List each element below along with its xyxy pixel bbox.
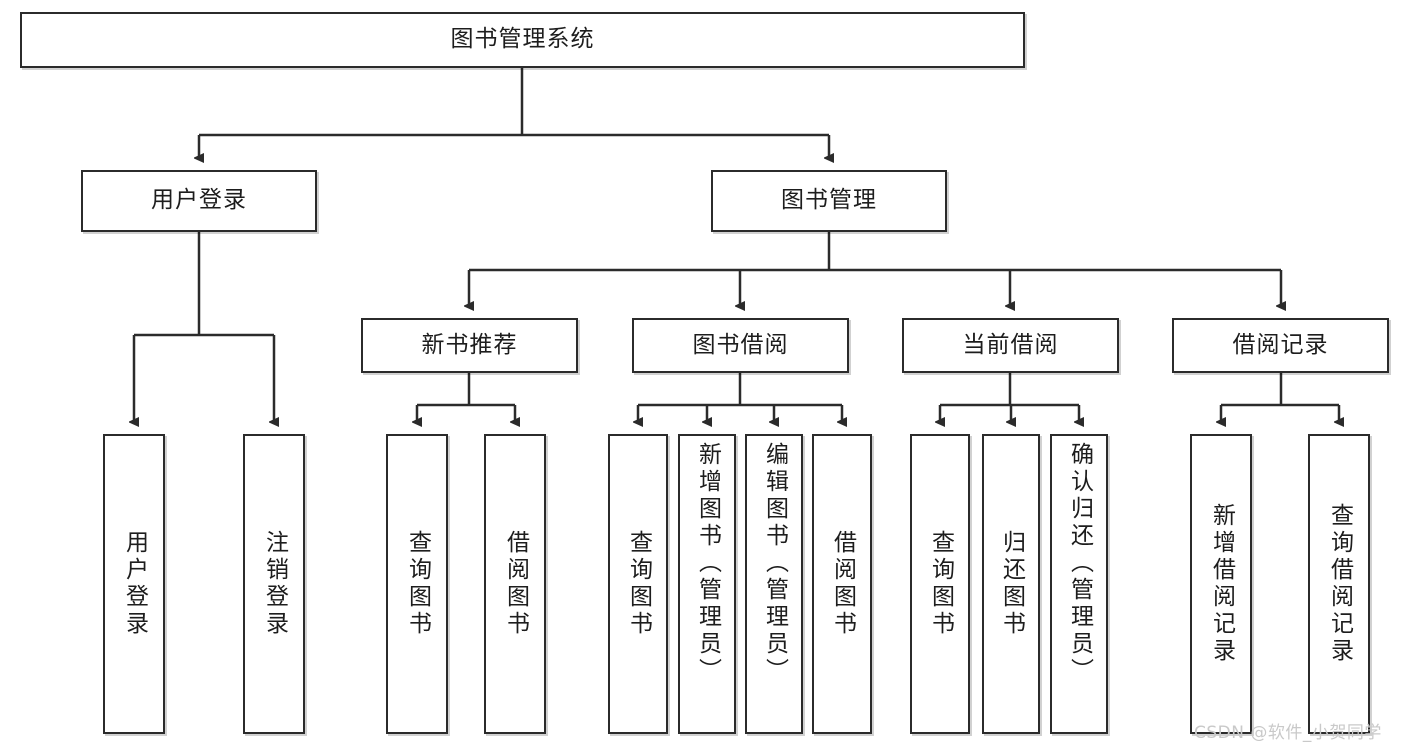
node-leaf-add-book[interactable]: 新增图书（管理员） bbox=[678, 434, 736, 734]
node-book-manage[interactable]: 图书管理 bbox=[711, 170, 947, 232]
node-book-manage-label: 图书管理 bbox=[781, 187, 877, 214]
node-leaf-user-logout-label: 注销登录 bbox=[261, 530, 288, 638]
watermark-text: CSDN @软件_小贺同学 bbox=[1194, 723, 1382, 743]
node-leaf-borrow-book-label: 借阅图书 bbox=[829, 530, 856, 638]
node-leaf-query-book-rec-label: 查询图书 bbox=[404, 530, 431, 638]
node-book-borrow-label: 图书借阅 bbox=[692, 331, 789, 358]
node-leaf-query-book-current[interactable]: 查询图书 bbox=[910, 434, 970, 734]
node-leaf-confirm-return-label: 确认归还（管理员） bbox=[1066, 442, 1093, 685]
node-borrow-record[interactable]: 借阅记录 bbox=[1172, 318, 1389, 373]
node-leaf-query-borrow-record[interactable]: 查询借阅记录 bbox=[1308, 434, 1370, 734]
node-leaf-query-book-borrow[interactable]: 查询图书 bbox=[608, 434, 668, 734]
node-leaf-add-book-label: 新增图书（管理员） bbox=[694, 442, 721, 685]
node-leaf-add-borrow-record[interactable]: 新增借阅记录 bbox=[1190, 434, 1252, 734]
node-current-borrow[interactable]: 当前借阅 bbox=[902, 318, 1119, 373]
node-leaf-borrow-book-rec-label: 借阅图书 bbox=[502, 530, 529, 638]
node-leaf-user-login-label: 用户登录 bbox=[121, 530, 148, 638]
node-leaf-user-login[interactable]: 用户登录 bbox=[103, 434, 165, 734]
node-user-login[interactable]: 用户登录 bbox=[81, 170, 317, 232]
node-new-book-rec-label: 新书推荐 bbox=[421, 331, 518, 358]
node-leaf-confirm-return[interactable]: 确认归还（管理员） bbox=[1050, 434, 1108, 734]
node-leaf-edit-book-label: 编辑图书（管理员） bbox=[761, 442, 788, 685]
node-root[interactable]: 图书管理系统 bbox=[20, 12, 1025, 68]
node-book-borrow[interactable]: 图书借阅 bbox=[632, 318, 849, 373]
node-current-borrow-label: 当前借阅 bbox=[962, 331, 1059, 358]
node-leaf-query-borrow-record-label: 查询借阅记录 bbox=[1326, 503, 1353, 665]
node-user-login-label: 用户登录 bbox=[151, 187, 247, 214]
node-leaf-edit-book[interactable]: 编辑图书（管理员） bbox=[745, 434, 803, 734]
node-leaf-add-borrow-record-label: 新增借阅记录 bbox=[1208, 503, 1235, 665]
node-leaf-query-book-current-label: 查询图书 bbox=[927, 530, 954, 638]
node-leaf-query-book-borrow-label: 查询图书 bbox=[625, 530, 652, 638]
node-borrow-record-label: 借阅记录 bbox=[1232, 331, 1329, 358]
node-leaf-return-book[interactable]: 归还图书 bbox=[982, 434, 1040, 734]
node-leaf-return-book-label: 归还图书 bbox=[998, 530, 1025, 638]
node-leaf-query-book-rec[interactable]: 查询图书 bbox=[386, 434, 448, 734]
node-root-label: 图书管理系统 bbox=[450, 26, 595, 53]
node-new-book-rec[interactable]: 新书推荐 bbox=[361, 318, 578, 373]
node-leaf-borrow-book[interactable]: 借阅图书 bbox=[812, 434, 872, 734]
node-leaf-user-logout[interactable]: 注销登录 bbox=[243, 434, 305, 734]
node-leaf-borrow-book-rec[interactable]: 借阅图书 bbox=[484, 434, 546, 734]
